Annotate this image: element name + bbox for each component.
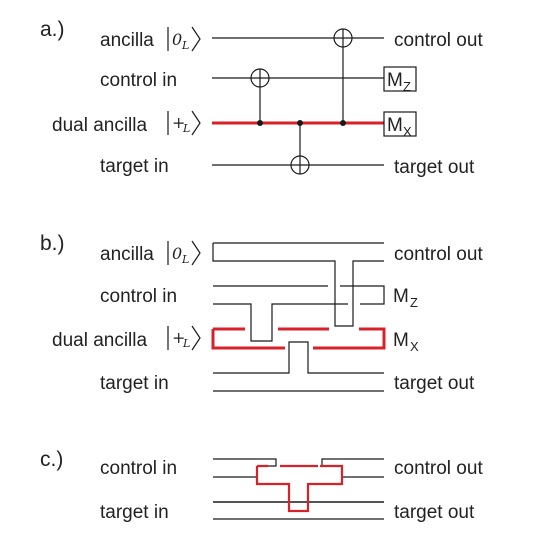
panel-a-dual-ancilla-label: dual ancilla: [52, 115, 147, 136]
panel-b-target-defect: [213, 341, 384, 392]
panel-a-mz-sub: Z: [403, 79, 411, 94]
panel-a-mx-m: M: [387, 115, 403, 136]
panel-b-ancilla-ket-sub: L: [181, 253, 189, 266]
panel-b-target-out-label: target out: [394, 373, 475, 394]
panel-c-control-out-label: control out: [394, 458, 483, 479]
panel-c-control-defect: [213, 458, 384, 478]
panel-a-dual-ket-sub: L: [182, 122, 190, 135]
panel-a-ancilla-ket: 0 L: [167, 26, 201, 52]
panel-b-ancilla-label: ancilla: [100, 244, 154, 265]
panel-a-cnot2-target: [290, 155, 310, 175]
panel-a-mz-m: M: [387, 70, 403, 91]
panel-a-cnot3-target: [333, 28, 353, 48]
panel-a-mx-sub: X: [403, 124, 412, 139]
panel-b-ancilla-ket-value: 0: [172, 244, 182, 263]
panel-a-control-out-label: control out: [394, 30, 483, 51]
panel-a-cnot1-dot: [257, 120, 263, 126]
panel-b-target-in-label: target in: [100, 373, 169, 394]
panel-b-control-defect: [213, 285, 385, 342]
panel-b-ancilla-ket: 0 L: [167, 240, 201, 266]
panel-b-dual-ket-sub: L: [182, 337, 190, 350]
panel-b-mx-sub: X: [410, 339, 419, 354]
panel-c-target-in-label: target in: [100, 502, 169, 523]
panel-a-control-in-label: control in: [100, 70, 177, 91]
panel-b-ancilla-defect: [212, 242, 384, 327]
panel-c-dual-defect: [255, 464, 344, 513]
panel-b-dual-ket-value: +: [172, 328, 185, 347]
panel-a-cnot2-dot: [297, 120, 303, 126]
panel-c-control-in-label: control in: [100, 458, 177, 479]
panel-a-mz-box: M Z: [383, 66, 417, 94]
panel-b-dual-defect: [211, 327, 386, 350]
panel-a-ancilla-label: ancilla: [100, 30, 154, 51]
panel-b-mz-sub: Z: [410, 295, 418, 310]
panel-b-control-in-label: control in: [100, 286, 177, 307]
panel-c-label: c.): [40, 448, 63, 471]
panel-c: c.) control in target in control out tar…: [40, 448, 483, 523]
panel-b-mz-label: M Z: [393, 286, 418, 310]
panel-a-ancilla-ket-sub: L: [181, 39, 189, 52]
panel-c-target-out-label: target out: [394, 502, 475, 523]
panel-b-control-out-label: control out: [394, 244, 483, 265]
panel-b-label: b.): [40, 232, 65, 255]
panel-a-mx-box: M X: [383, 111, 417, 139]
panel-b-mx-label: M X: [393, 330, 419, 354]
panel-a-target-in-label: target in: [100, 156, 169, 177]
panel-b: b.) ancilla 0 L control in dual ancilla …: [40, 232, 483, 394]
panel-b-mx-m: M: [393, 330, 409, 351]
panel-b-dual-ancilla-ket: + L: [167, 325, 201, 351]
panel-a-dual-ancilla-ket: + L: [167, 110, 201, 136]
panel-b-mz-m: M: [393, 286, 409, 307]
panel-a-dual-ket-value: +: [172, 113, 185, 132]
panel-a-cnot1-target: [250, 68, 270, 88]
panel-a: a.) ancilla 0 L control in dual ancilla …: [40, 18, 483, 178]
panel-b-dual-ancilla-label: dual ancilla: [52, 330, 147, 351]
panel-a-target-out-label: target out: [394, 157, 475, 178]
panel-a-ancilla-ket-value: 0: [172, 30, 182, 49]
panel-a-cnot3-dot: [340, 120, 346, 126]
panel-a-label: a.): [40, 18, 65, 41]
